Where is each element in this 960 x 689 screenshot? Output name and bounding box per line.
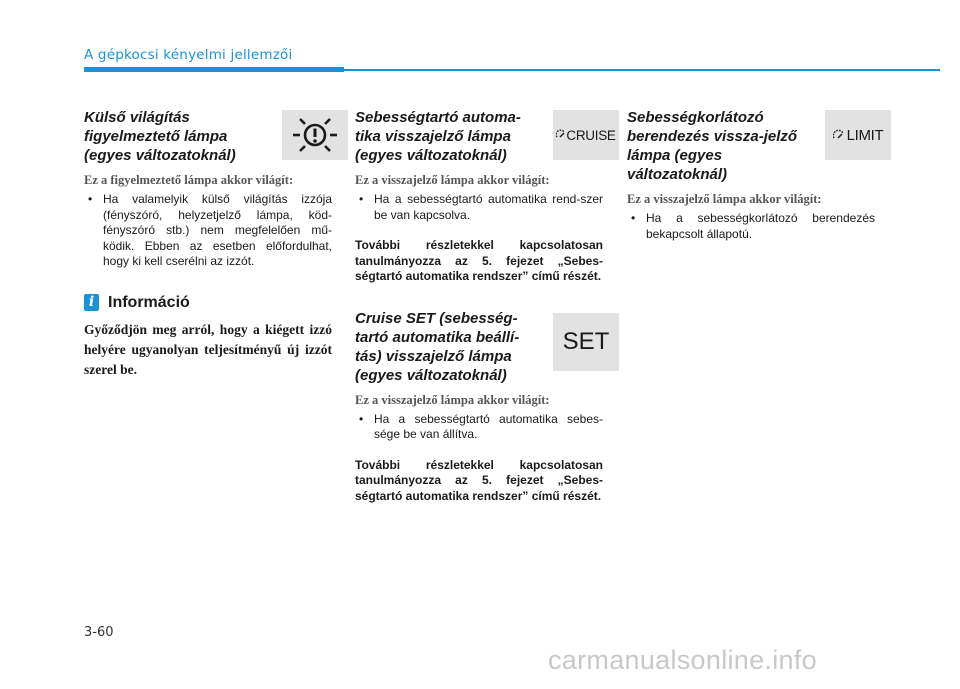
- bullet-dot: •: [359, 411, 364, 426]
- cruise-icon-text: CRUISE: [566, 127, 616, 143]
- page-number: 3-60: [84, 625, 114, 640]
- column-1: Külső világítás figyelmeztető lámpa (egy…: [84, 108, 348, 380]
- speed-limiter-bullet: • Ha a sebességkorlátozó berendezés beka…: [627, 211, 883, 242]
- cruise-title: Sebességtartó automa-tika visszajelző lá…: [355, 109, 521, 164]
- cruise-icon-box: CRUISE: [553, 110, 619, 160]
- bullet-dot: •: [359, 192, 364, 206]
- limit-icon-box: LIMIT: [825, 110, 891, 160]
- info-icon: i: [84, 294, 99, 311]
- cruise-set-bullet-text: Ha a sebességtartó automatika sebes-sége…: [374, 411, 603, 442]
- watermark: carmanualsonline.info: [548, 645, 817, 675]
- exterior-light-bullet-text: Ha valamelyik külső világítás izzója (fé…: [103, 192, 332, 268]
- cruise-set-note: További részletekkel kapcsolatosan tanul…: [355, 457, 603, 503]
- speedometer-icon: [556, 129, 565, 138]
- speed-limiter-subtitle: Ez a visszajelző lámpa akkor világít:: [627, 192, 822, 206]
- exterior-light-icon-box: [282, 110, 348, 160]
- exterior-light-title: Külső világítás figyelmeztető lámpa (egy…: [84, 109, 236, 164]
- info-title: Információ: [108, 293, 190, 311]
- limit-icon-text: LIMIT: [846, 126, 884, 144]
- cruise-set-block: Cruise SET (sebesség-tartó automatika be…: [355, 309, 619, 505]
- speed-limiter-block: Sebességkorlátozó berendezés vissza-jelz…: [627, 108, 891, 242]
- info-box: i Információ Győződjön meg arról, hogy a…: [84, 294, 340, 380]
- speed-limiter-bullet-text: Ha a sebességkorlátozó berendezés bekapc…: [646, 211, 875, 241]
- column-2: Sebességtartó automa-tika visszajelző lá…: [355, 108, 619, 505]
- bullet-dot: •: [88, 192, 93, 206]
- cruise-block: Sebességtartó automa-tika visszajelző lá…: [355, 108, 619, 285]
- cruise-set-subtitle: Ez a visszajelző lámpa akkor világít:: [355, 392, 550, 407]
- exterior-light-bullet: • Ha valamelyik külső világítás izzója (…: [84, 192, 340, 270]
- cruise-set-title: Cruise SET (sebesség-tartó automatika be…: [355, 309, 520, 384]
- set-icon-text: SET: [562, 327, 610, 355]
- exterior-light-subtitle: Ez a figyelmeztető lámpa akkor világít:: [84, 173, 294, 187]
- cruise-bullet-text: Ha a sebességtartó automatika rend-szer …: [374, 192, 603, 222]
- set-icon-box: SET: [553, 312, 619, 371]
- section-title: A gépkocsi kényelmi jellemzői: [84, 47, 293, 63]
- bullet-dot: •: [631, 211, 636, 225]
- cruise-bullet: • Ha a sebességtartó automatika rend-sze…: [355, 192, 611, 223]
- info-text: Győződjön meg arról, hogy a kiégett izzó…: [84, 321, 332, 377]
- info-header: i Információ: [84, 294, 340, 312]
- cruise-note: További részletekkel kapcsolatosan tanul…: [355, 238, 603, 283]
- cruise-subtitle: Ez a visszajelző lámpa akkor világít:: [355, 173, 550, 187]
- column-3: Sebességkorlátozó berendezés vissza-jelz…: [627, 108, 891, 242]
- header-rule-thick: [84, 67, 344, 72]
- header-rule-thin: [344, 68, 940, 71]
- exterior-light-block: Külső világítás figyelmeztető lámpa (egy…: [84, 108, 348, 270]
- speedometer-icon: [832, 129, 844, 139]
- speed-limiter-title: Sebességkorlátozó berendezés vissza-jelz…: [627, 109, 798, 183]
- exterior-light-warning-icon: [293, 118, 337, 152]
- cruise-set-bullet: • Ha a sebességtartó automatika sebes-sé…: [355, 412, 611, 443]
